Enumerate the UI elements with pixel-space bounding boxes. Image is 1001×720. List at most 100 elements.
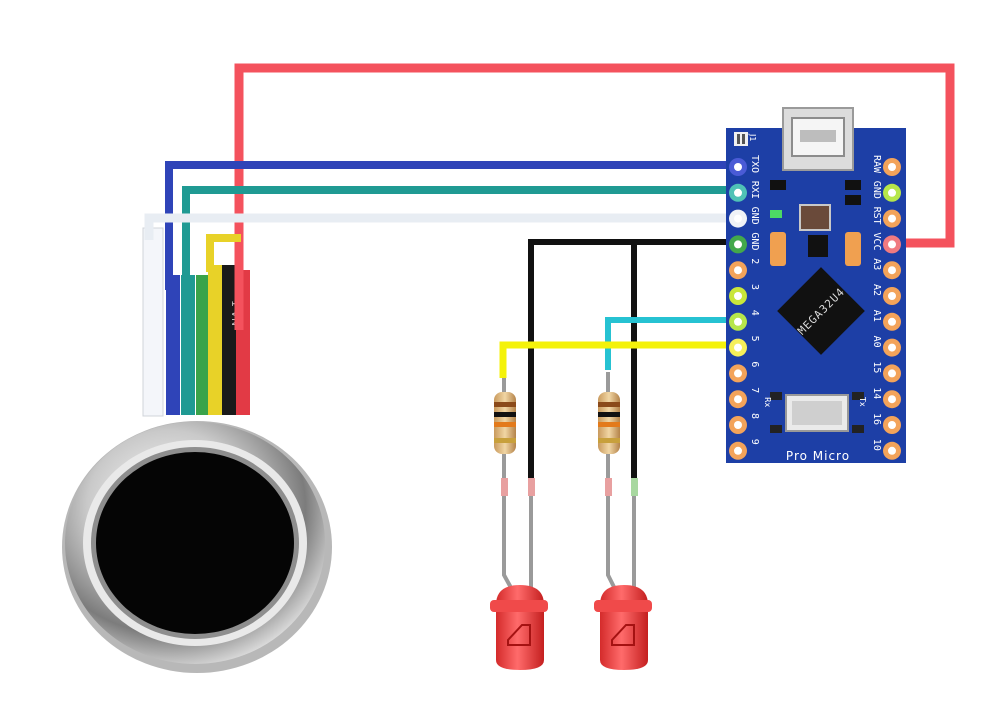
left-pin-7: 7 [729, 387, 760, 409]
right-pin-hole [888, 266, 896, 275]
left-pin-label: 8 [749, 413, 760, 419]
tx-label: Tx [858, 396, 867, 407]
right-pin-label: 16 [871, 413, 882, 425]
left-pin-hole [734, 317, 742, 326]
left-pin-label: GND [749, 207, 760, 225]
right-pin-hole [888, 421, 896, 429]
sensor-cable-bundle: 1-VN [142, 227, 250, 417]
left-pin-hole [734, 446, 742, 455]
left-pin-label: 2 [749, 258, 760, 264]
left-pin-hole [734, 240, 742, 249]
left-pin-5: 5 [729, 336, 760, 357]
left-pin-2: 2 [729, 258, 760, 280]
right-pin-a2: A2 [871, 284, 901, 305]
wires [144, 63, 955, 478]
right-pin-hole [888, 317, 896, 326]
wire-pin5 [499, 341, 738, 378]
wire-rxi [182, 186, 738, 290]
sensor-module [62, 421, 332, 673]
left-pin-txo: TXO [729, 155, 760, 176]
left-pin-rxi: RXI [729, 181, 760, 202]
left-pin-4: 4 [729, 310, 760, 331]
right-pin-hole [888, 292, 896, 300]
left-pin-header: TXO RXI GND GND 2 3 4 5 6 7 8 9 [729, 155, 760, 460]
left-pin-label: 7 [749, 387, 760, 393]
right-pin-hole [888, 188, 896, 197]
right-pin-label: 15 [871, 361, 882, 373]
right-pin-raw: RAW [871, 155, 901, 176]
left-pin-8: 8 [729, 413, 760, 434]
right-pin-a3: A3 [871, 258, 901, 280]
board-name: Pro Micro [786, 449, 850, 463]
wire-gnd-sensor [144, 213, 738, 240]
wire-gnd-led [528, 239, 738, 478]
left-pin-3: 3 [729, 284, 760, 305]
right-pin-14: 14 [871, 387, 901, 409]
right-pin-vcc: VCC [871, 232, 901, 254]
right-pin-label: 14 [871, 387, 882, 399]
right-pin-16: 16 [871, 413, 901, 434]
right-pin-label: 10 [871, 439, 882, 451]
usb-connector [782, 107, 854, 171]
right-pin-hole [888, 343, 896, 352]
right-pin-label: RAW [871, 155, 882, 174]
left-pin-label: 4 [749, 310, 760, 316]
wire-txo [165, 161, 738, 290]
left-pin-gnd: GND [729, 232, 760, 254]
right-pin-hole [888, 446, 896, 455]
left-pin-hole [734, 266, 742, 275]
right-pin-label: RST [871, 207, 882, 225]
right-pin-hole [888, 369, 896, 378]
right-pin-rst: RST [871, 207, 901, 228]
right-pin-hole [888, 163, 896, 171]
right-pin-label: A3 [871, 258, 882, 270]
rx-label: Rx [763, 397, 772, 408]
left-pin-label: 3 [749, 284, 760, 290]
left-pin-hole [734, 292, 742, 300]
right-pin-hole [888, 240, 896, 249]
left-pin-label: TXO [749, 155, 760, 173]
wire-pin4 [605, 317, 738, 370]
left-pin-label: 6 [749, 361, 760, 367]
resistor-2 [598, 372, 620, 480]
j1-jumper: J1 [734, 132, 757, 146]
left-pin-6: 6 [729, 361, 760, 383]
right-pin-label: VCC [871, 232, 882, 250]
right-pin-hole [888, 214, 896, 223]
wire-vcc [234, 63, 955, 330]
left-pin-hole [734, 214, 742, 223]
right-pin-10: 10 [871, 439, 901, 460]
right-pin-label: A0 [871, 336, 882, 348]
fingerprint-pad [96, 452, 294, 634]
resistor-1 [494, 378, 516, 480]
left-pin-hole [734, 369, 742, 378]
left-pin-hole [734, 188, 742, 197]
left-pin-label: GND [749, 232, 760, 250]
atmega-chip: MEGA32U4 [777, 267, 865, 355]
right-pin-hole [888, 395, 896, 404]
right-pin-label: GND [871, 181, 882, 199]
right-pin-a1: A1 [871, 310, 901, 331]
led-2 [594, 478, 652, 670]
left-pin-gnd: GND [729, 207, 760, 228]
wire-sensor-yellow-hook [206, 234, 241, 272]
led-1 [490, 478, 548, 670]
left-pin-label: RXI [749, 181, 760, 199]
left-pin-hole [734, 421, 742, 429]
right-pin-gnd: GND [871, 181, 901, 202]
fingerprint-sensor: 1-VN [62, 227, 332, 673]
left-pin-hole [734, 163, 742, 171]
pro-micro-board: J1 MEGA32U4 Rx Tx Pro Micro TXO RXI [726, 107, 906, 463]
left-pin-hole [734, 343, 742, 352]
j1-label: J1 [748, 133, 757, 141]
right-pin-a0: A0 [871, 336, 901, 357]
left-pin-label: 5 [749, 336, 760, 342]
right-pin-15: 15 [871, 361, 901, 383]
right-pin-label: A2 [871, 284, 882, 296]
left-pin-label: 9 [749, 439, 760, 445]
left-pin-hole [734, 395, 742, 404]
right-pin-label: A1 [871, 310, 882, 322]
left-pin-9: 9 [729, 439, 760, 460]
